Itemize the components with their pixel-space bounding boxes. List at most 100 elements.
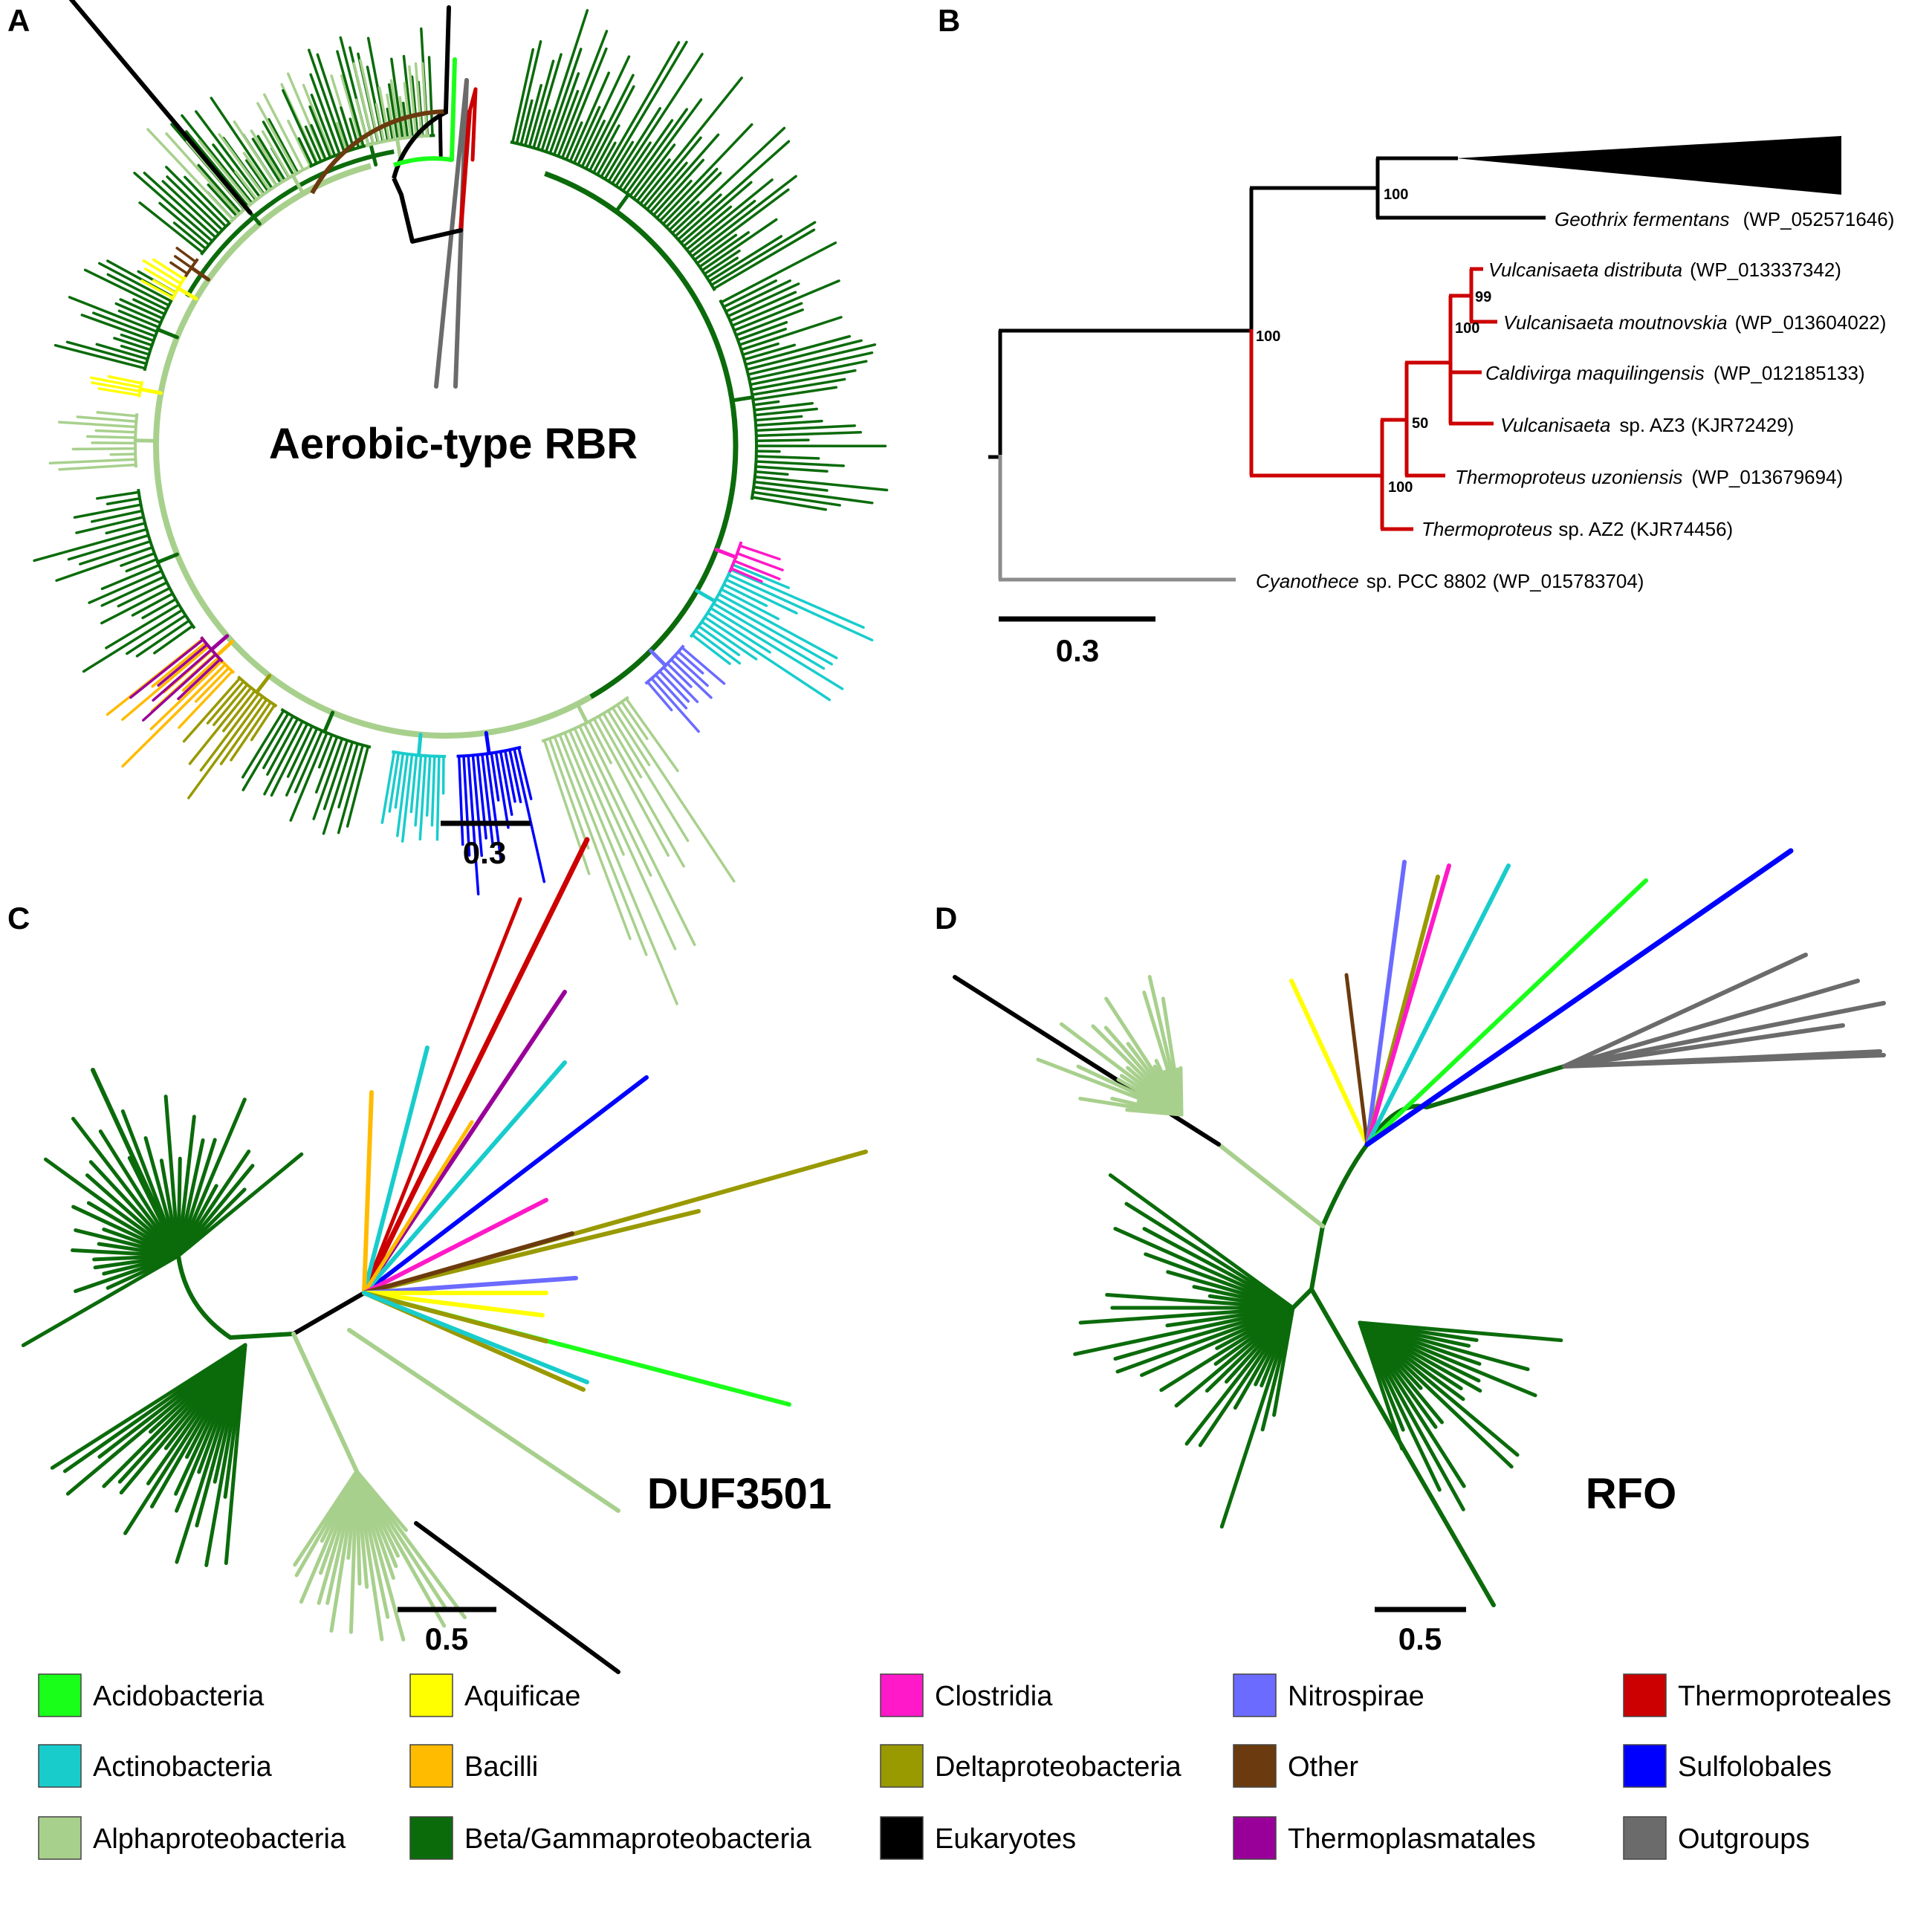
tree-branch [755, 438, 810, 443]
tree-branch [141, 597, 178, 620]
legend-swatch [1233, 1744, 1277, 1788]
tree-branch [753, 480, 829, 492]
tree-branch [262, 715, 294, 770]
tree-branch [188, 686, 253, 765]
tree-branch [198, 139, 253, 206]
tree-branch [197, 163, 242, 215]
tree-branch [1358, 1320, 1563, 1343]
panel-a-scale-label: 0.3 [463, 835, 506, 870]
tree-branch [664, 172, 722, 229]
tree-branch [322, 739, 349, 811]
tree-branch [727, 282, 800, 318]
tree-branch [592, 717, 670, 858]
tree-branch [751, 386, 838, 401]
legend-label: Beta/Gammaproteobacteria [464, 1824, 812, 1855]
legend-swatch [38, 1816, 82, 1860]
tree-branch [94, 429, 137, 434]
tree-branch [754, 424, 856, 432]
tree-branch [697, 624, 741, 657]
tree-branch [1365, 863, 1511, 1147]
tree-branch [255, 673, 272, 695]
panel-d-title: RFO [1586, 1470, 1676, 1518]
tip-label: Thermoproteus uzoniensis(WP_013679694) [1455, 466, 1843, 488]
legend-swatch [1623, 1673, 1667, 1717]
tree-branch [268, 118, 299, 175]
tree-branch [133, 172, 214, 243]
tree-branch [557, 30, 609, 158]
tree-branch [310, 123, 327, 161]
tree-branch [751, 496, 827, 511]
tree-branch [322, 740, 354, 835]
thermoproteales-branch [458, 109, 472, 233]
tip-label: Vulcanisaeta moutnovskia(WP_013604022) [1503, 311, 1886, 334]
tree-branch [540, 9, 589, 152]
tree-branch [362, 897, 522, 1295]
tree-branch [682, 205, 733, 248]
bootstrap-label: 100 [1384, 187, 1408, 203]
tree-branch [250, 129, 285, 184]
tree-branch [1078, 1306, 1295, 1325]
tree-branch [388, 751, 401, 813]
tree-branch [565, 121, 583, 161]
tree-branch [394, 752, 405, 809]
tree-branch [176, 1098, 247, 1258]
tree-branch [80, 314, 155, 343]
tree-branch [222, 689, 256, 733]
legend-swatch [880, 1673, 924, 1717]
tree-branch [1562, 1053, 1886, 1069]
tree-branch [706, 611, 771, 654]
tree-branch [707, 235, 783, 283]
tree-branch [65, 340, 148, 366]
tree-branch [176, 1138, 217, 1258]
tree-branch [177, 658, 222, 701]
tree-branch [1108, 1173, 1295, 1310]
tree-branch [401, 753, 414, 843]
tree-branch [96, 411, 138, 418]
backbone-arc [185, 149, 395, 298]
tree-branch [263, 93, 305, 172]
tree-branch [544, 48, 583, 154]
tree-branch [215, 639, 234, 658]
panel-c-scale-label: 0.5 [425, 1621, 468, 1656]
legend-swatch [409, 1816, 453, 1860]
tree-branch [515, 40, 542, 145]
tree-branch [658, 123, 753, 223]
tree-branch [606, 709, 690, 843]
collapsed-clade-triangle [1456, 136, 1841, 195]
tree-branch [1364, 848, 1794, 1147]
legend-swatch [1623, 1744, 1667, 1788]
tree-branch [753, 475, 889, 492]
tree-branch [494, 751, 510, 829]
tree-branch [670, 126, 786, 235]
tree-branch [96, 490, 140, 500]
tree-branch [536, 109, 551, 151]
backbone-arc [456, 745, 522, 758]
tree-branch [234, 170, 259, 201]
tree-branch [753, 415, 803, 422]
legend-label: Eukaryotes [935, 1824, 1076, 1855]
bootstrap-label: 100 [1388, 479, 1413, 496]
tree-branch [602, 712, 643, 779]
tree-branch [693, 188, 790, 262]
panel-c: C DUF3501 0.5 [7, 837, 868, 1674]
tree-branch [584, 74, 635, 170]
tree-branch [199, 692, 260, 772]
tree-branch [97, 262, 172, 302]
tree-branch [615, 703, 736, 883]
tree-branch [106, 273, 170, 307]
tree-branch [490, 751, 500, 802]
tree-branch [389, 79, 401, 140]
tree-branch [1140, 1306, 1295, 1378]
tree-branch [233, 120, 278, 187]
tree-branch [362, 1120, 474, 1295]
tree-branch [152, 258, 186, 281]
tree-branch [120, 344, 151, 356]
tree-branch [1105, 1292, 1295, 1310]
legend-swatch [38, 1673, 82, 1717]
tree-branch [596, 141, 617, 176]
tree-branch [548, 737, 590, 850]
tree-branch [91, 441, 137, 445]
tree-branch [55, 545, 154, 583]
tree-branch [709, 606, 844, 690]
tree-branch [649, 649, 668, 668]
